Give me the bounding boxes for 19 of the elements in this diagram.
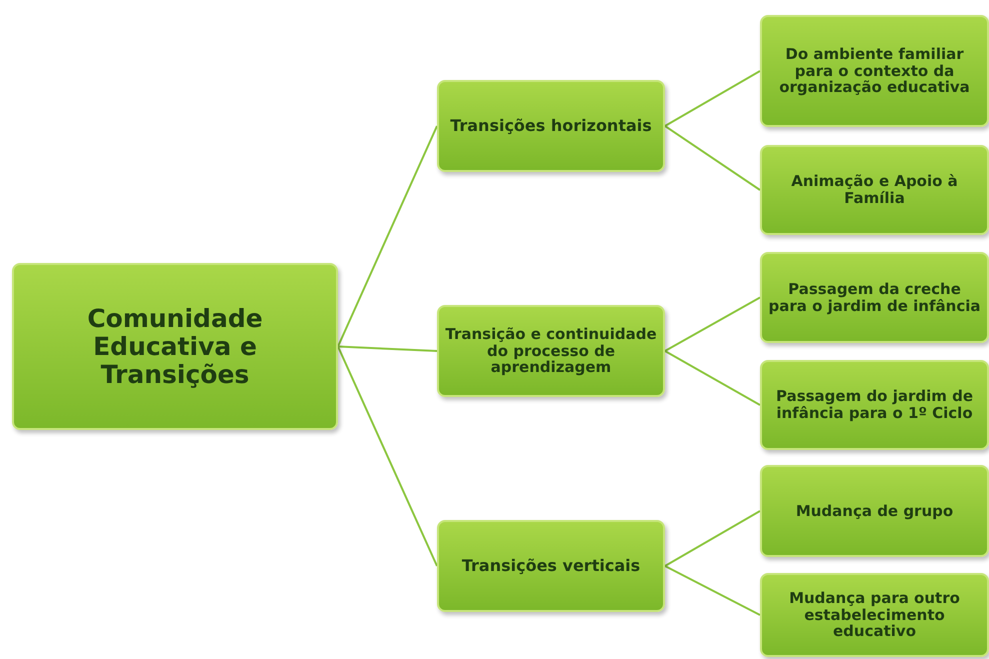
subtopic-box: Passagem da creche para o jardim de infância xyxy=(760,252,989,343)
subtopic-box: Do ambiente familiar para o contexto da organização educativa xyxy=(760,15,989,127)
root-topic-box: Comunidade Educativa e Transições xyxy=(12,263,338,430)
connector-line xyxy=(664,125,761,191)
connector-line xyxy=(664,70,760,127)
category-box: Transições verticais xyxy=(437,520,665,612)
connector-line xyxy=(664,565,760,616)
connector-line xyxy=(337,126,438,347)
connector-line xyxy=(338,346,438,352)
subtopic-box: Mudança para outro estabelecimento educativo xyxy=(760,573,989,657)
connector-line xyxy=(664,296,760,352)
category-box: Transição e continuidade do processo de aprendizagem xyxy=(437,305,665,397)
connector-line xyxy=(664,510,760,567)
connector-line xyxy=(337,346,438,566)
subtopic-box: Mudança de grupo xyxy=(760,465,989,557)
subtopic-box: Passagem do jardim de infância para o 1º Ciclo xyxy=(760,360,989,450)
subtopic-box: Animação e Apoio à Família xyxy=(760,145,989,235)
category-box: Transições horizontais xyxy=(437,80,665,172)
connector-line xyxy=(664,350,760,406)
